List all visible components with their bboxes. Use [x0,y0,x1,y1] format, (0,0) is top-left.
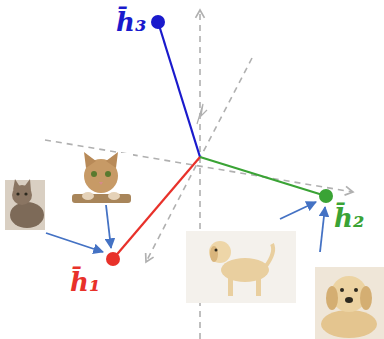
axis-break [197,104,207,124]
point-h3 [151,15,165,29]
photo-arrow [46,233,103,252]
vector-label: h̄₃ [116,8,146,37]
vector-label: h̄₂ [334,204,364,233]
vector-h2 [200,157,326,196]
point-h2 [319,189,333,203]
photo-arrow [106,205,111,248]
axes [45,10,353,339]
horizontal-axis [45,140,353,192]
dog-photo [186,231,296,303]
cat-photo [5,179,45,230]
assignment-arrows [46,202,325,252]
cat-photo [70,152,133,204]
vector-label: h̄₁ [70,268,100,297]
photo-arrow [280,202,316,219]
vector-h3 [158,22,200,157]
dog-photo [315,267,384,339]
point-h1 [106,252,120,266]
photo-arrow [320,207,325,252]
